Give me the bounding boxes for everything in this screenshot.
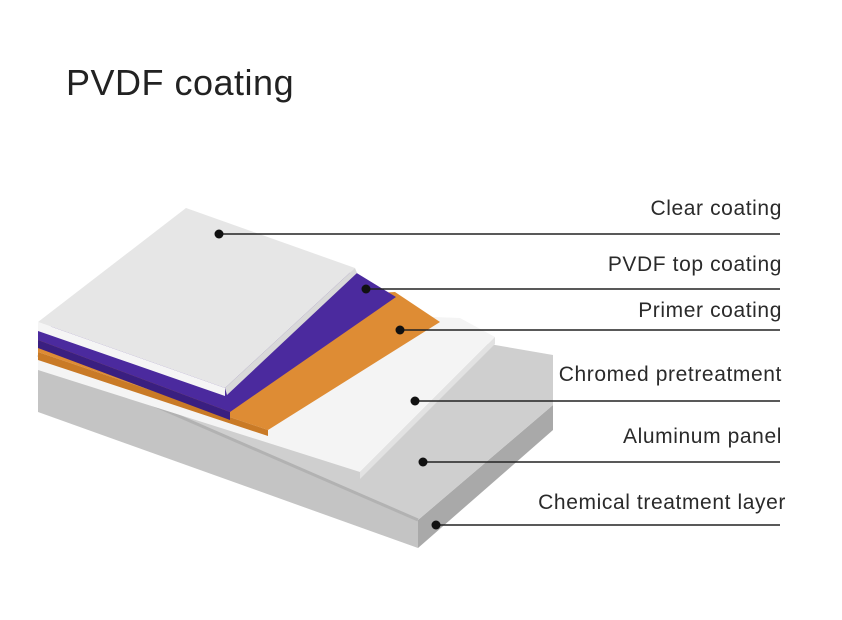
leader-dot-primer-coating [395, 325, 405, 335]
label-primer-coating: Primer coating [638, 299, 782, 322]
label-pvdf-top-coating: PVDF top coating [607, 253, 782, 276]
label-chemical-treatment-layer: Chemical treatment layer [538, 491, 786, 514]
diagram-title: PVDF coating [66, 62, 295, 103]
clear-coating-front-edge [38, 322, 225, 396]
clear-coating-side-edge [225, 268, 357, 395]
aluminum-panel-front [38, 355, 418, 548]
pvdf-top-coating-edge [38, 340, 230, 420]
leader-dot-pvdf-top-coating [361, 284, 371, 294]
label-chromed-pretreatment: Chromed pretreatment [558, 363, 782, 386]
leader-dot-chromed-pretreatment [410, 396, 420, 406]
label-aluminum-panel: Aluminum panel [623, 425, 782, 448]
chromed-pretreatment-edge [360, 337, 495, 479]
leader-dot-clear-coating [214, 229, 224, 239]
primer-coating-edge [38, 352, 268, 436]
leader-dot-aluminum-panel [418, 457, 428, 467]
clear-coating-top [38, 208, 355, 388]
label-clear-coating: Clear coating [650, 197, 782, 220]
aluminum-panel-side [418, 405, 553, 548]
leader-lines [214, 229, 780, 530]
leader-dot-chemical-treatment-layer [431, 520, 441, 530]
